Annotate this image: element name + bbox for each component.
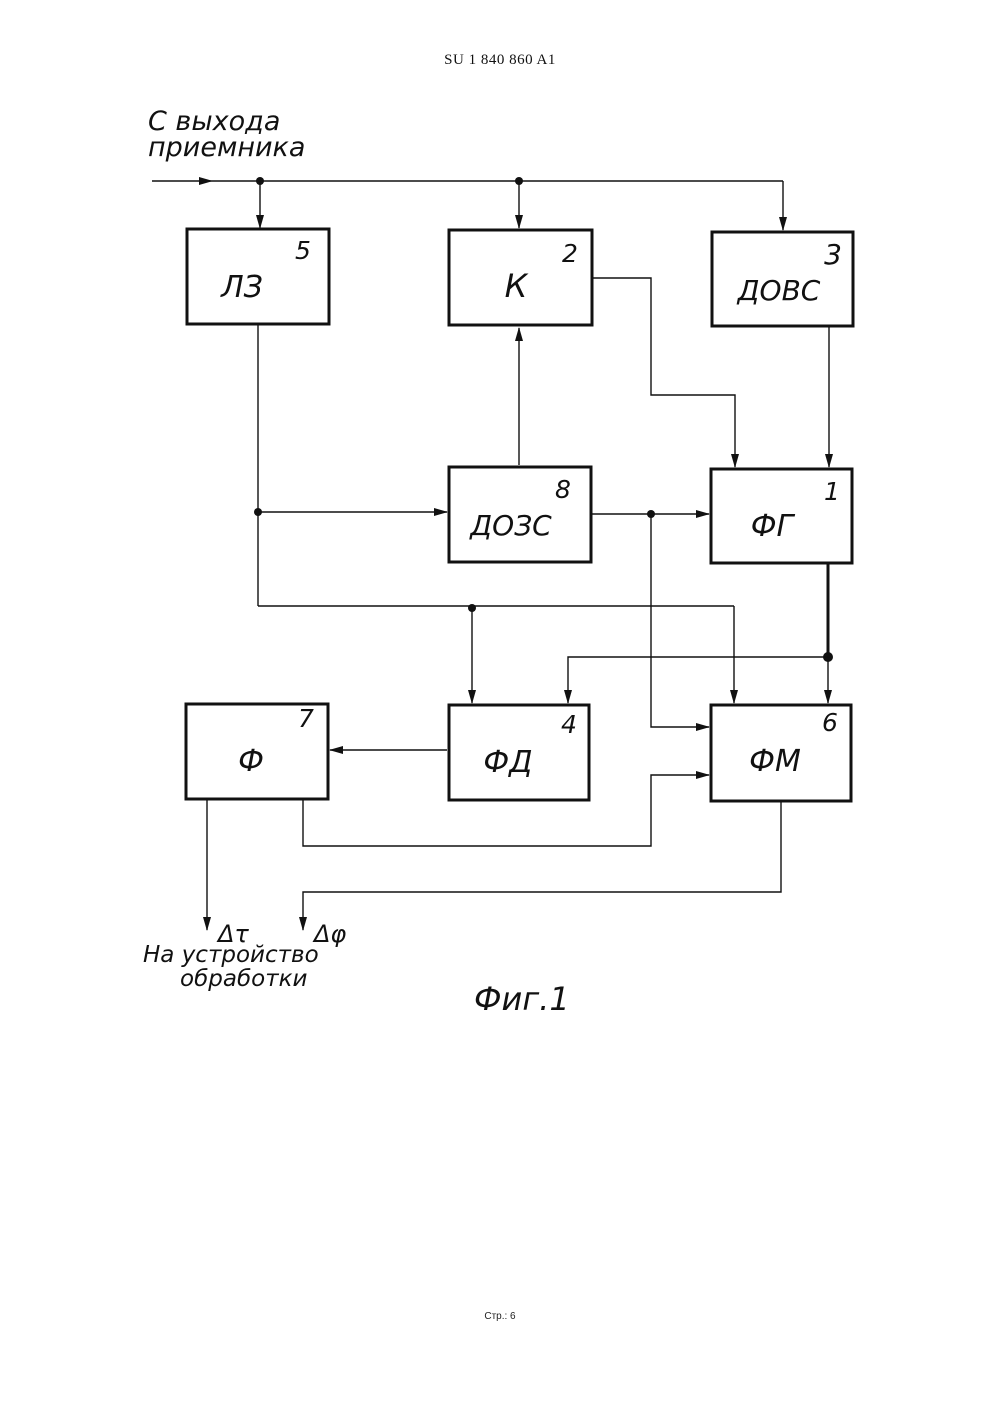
block-label: ФД [483,745,532,780]
block-dozs: ДОЗС 8 [449,467,591,562]
block-label: ФМ [749,744,801,779]
block-number: 2 [562,239,578,268]
page-footer: Стр.: 6 [0,1311,1000,1322]
block-label: Ф [238,744,264,779]
block-label: ЛЗ [220,270,263,305]
block-f: Ф 7 [186,704,328,799]
block-label: ДОЗС [468,509,552,542]
block-number: 6 [822,708,838,737]
output-label-line1: На устройство [143,942,319,968]
block-lz: ЛЗ 5 [187,229,329,324]
block-fm: ФМ 6 [711,705,851,801]
block-label: ДОВС [736,274,821,307]
block-number: 1 [824,477,840,506]
figure-caption: Фиг.1 [474,980,570,1018]
block-fg: ФГ 1 [711,469,852,563]
block-number: 7 [298,704,314,733]
block-fd: ФД 4 [449,705,589,800]
block-label: ФГ [751,509,796,544]
input-bus [152,177,783,230]
output-label-line2: обработки [180,966,307,992]
block-number: 8 [555,475,571,504]
block-number: 4 [561,710,577,739]
block-dovs: ДОВС 3 [712,232,853,326]
block-k: К 2 [449,230,592,325]
block-number: 3 [824,238,842,271]
connections [207,278,833,930]
input-label-line2: приемника [148,132,305,163]
block-label: К [505,267,529,305]
block-number: 5 [295,236,311,265]
